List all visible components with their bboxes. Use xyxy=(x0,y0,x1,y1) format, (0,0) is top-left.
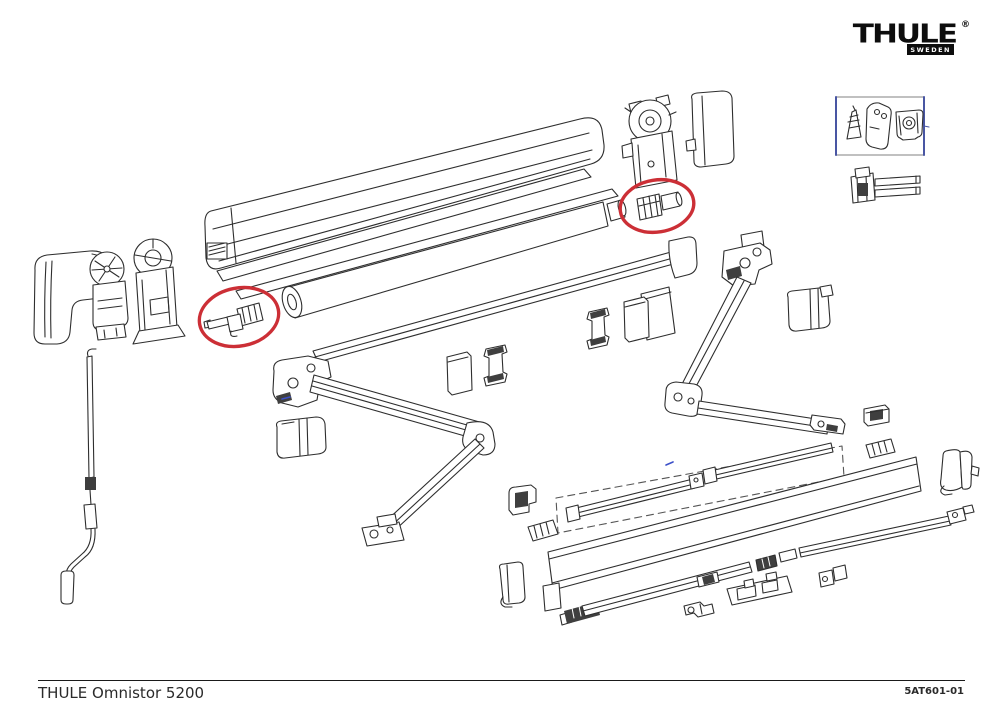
part-mount-bracket-left xyxy=(132,238,186,345)
annotation-mark-blue-1 xyxy=(665,461,674,466)
document-number: 5AT601-01 xyxy=(904,686,964,697)
highlight-ellipse-right xyxy=(618,177,696,235)
part-fork-bracket xyxy=(850,166,921,204)
detail-bracket xyxy=(895,109,924,141)
part-end-cap-right xyxy=(685,90,735,168)
part-end-bracket-right xyxy=(940,449,980,496)
thule-logo: THULE ® SWEDEN xyxy=(832,19,970,66)
detail-plate xyxy=(865,102,892,150)
part-arm-cover-right xyxy=(786,284,834,332)
part-slider-block-1 xyxy=(683,601,715,618)
part-clip-plate-2 xyxy=(623,296,650,343)
part-bracket-small-right xyxy=(863,404,890,427)
part-spring-arm-right xyxy=(664,230,846,435)
part-crank-handle xyxy=(60,348,98,605)
part-lead-rail xyxy=(312,236,698,363)
part-ribbed-block-right xyxy=(865,438,896,459)
thule-logo-subtext: SWEDEN xyxy=(907,44,954,55)
part-case-housing xyxy=(204,117,605,270)
part-mount-plate xyxy=(726,571,793,606)
part-support-bracket xyxy=(508,484,537,516)
detail-box xyxy=(835,96,930,156)
part-arm-cover-left xyxy=(275,416,327,459)
part-gear-adapter-highlighted xyxy=(636,191,683,221)
part-lid-strip xyxy=(216,168,619,300)
registered-mark-icon: ® xyxy=(961,20,970,30)
detail-cone xyxy=(846,105,862,140)
part-end-cap-small xyxy=(498,561,526,608)
part-clip-z-1 xyxy=(483,344,508,387)
part-gear-unit-right xyxy=(621,94,678,189)
part-slider-block-2 xyxy=(818,564,848,588)
part-spindle-highlighted xyxy=(203,302,264,337)
part-clip-plate-1 xyxy=(446,351,473,396)
part-bottom-roller-tube xyxy=(559,504,975,626)
part-front-panel xyxy=(542,456,922,612)
part-gear-unit-left xyxy=(89,251,129,341)
footer-divider xyxy=(38,680,965,681)
part-spring-arm-left xyxy=(272,355,496,547)
highlight-ellipse-left xyxy=(197,285,281,349)
part-tension-rafter xyxy=(555,442,845,534)
part-clip-z-2 xyxy=(586,307,610,350)
thule-logo-text: THULE xyxy=(852,19,958,50)
part-ribbed-block-left xyxy=(527,519,559,542)
product-title: THULE Omnistor 5200 xyxy=(38,684,205,702)
annotation-mark-blue-2 xyxy=(281,396,291,400)
